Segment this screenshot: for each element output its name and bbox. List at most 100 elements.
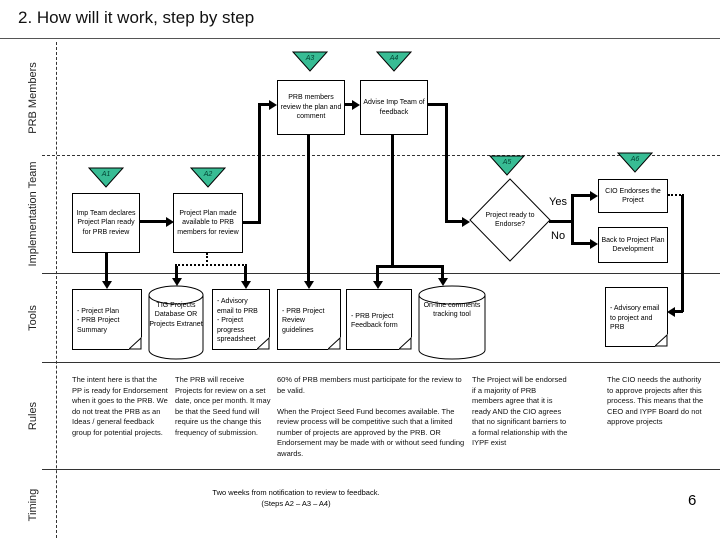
svg-text:A2: A2 <box>203 171 213 178</box>
timing-note: Two weeks from notification to review to… <box>146 488 446 509</box>
svg-text:A1: A1 <box>101 171 111 178</box>
step-marker-a1-icon: A1 <box>88 167 124 188</box>
step-marker-a5-icon: A5 <box>489 155 525 176</box>
rule-note-intent: The intent here is that the PP is ready … <box>72 375 168 437</box>
decision-label: Project ready to Endorse? <box>485 211 535 228</box>
no-label: No <box>551 230 566 242</box>
connector-cio-advisory-v <box>681 195 684 312</box>
step-marker-a4-icon: A4 <box>376 51 412 72</box>
connector-a2-database <box>175 266 178 279</box>
lane-divider-imp-tools <box>42 273 720 274</box>
tool-database-tig: TIG Projects Database OR Projects Extran… <box>148 285 204 360</box>
timing-note-line1: Two weeks from notification to review to… <box>212 488 380 497</box>
connector-a1-projectplan <box>105 253 108 282</box>
connector-a4-decision-v <box>445 103 448 223</box>
connector-a1-a2 <box>140 220 166 223</box>
connector-a3-a4 <box>345 103 353 106</box>
folded-corner-icon <box>129 337 142 350</box>
connector-decision-out <box>549 220 573 223</box>
rule-note-participation: 60% of PRB members must participate for … <box>277 375 465 458</box>
connector-no-h <box>571 242 591 245</box>
step-marker-a2-icon: A2 <box>190 167 226 188</box>
page-number: 6 <box>688 492 697 509</box>
tool-doc-review-guidelines-text: - PRB Project Review guidelines <box>282 307 325 334</box>
connector-a4-tools-v <box>391 135 394 267</box>
flow-step-cio-endorses: CIO Endorses the Project <box>598 179 668 213</box>
flow-step-imp-declares: Imp Team declares Project Plan ready for… <box>72 193 140 253</box>
connector-cio-advisory-h <box>675 310 683 313</box>
decision-project-ready: Project ready to Endorse? <box>469 178 551 262</box>
folded-corner-icon <box>655 334 668 347</box>
tool-database-comments: On-line comments tracking tool <box>418 285 486 360</box>
title-divider <box>0 38 720 39</box>
connector-a2-a3-h2 <box>258 103 270 106</box>
tool-doc-advisory-email-prb-text: - Advisory email to PRB - Project progre… <box>217 298 258 344</box>
arrowhead-icon <box>102 281 112 289</box>
connector-a4-feedbackform <box>376 265 379 282</box>
lane-divider-rules-timing <box>42 469 720 470</box>
arrowhead-icon <box>590 239 598 249</box>
tool-doc-advisory-email-project-text: - Advisory email to project and PRB <box>610 305 660 332</box>
yes-label: Yes <box>549 196 567 208</box>
arrowhead-icon <box>352 100 360 110</box>
connector-a4-trackingtool <box>441 265 444 279</box>
svg-text:A5: A5 <box>502 159 512 166</box>
rule-note-schedule: The PRB will receive Projects for review… <box>175 375 271 437</box>
tool-doc-feedback-form-text: - PRB Project Feedback form <box>351 312 398 329</box>
lane-separator-vertical <box>56 42 57 538</box>
connector-a2-a3-v <box>258 103 261 224</box>
tool-doc-feedback-form: - PRB Project Feedback form <box>346 289 412 350</box>
arrowhead-icon <box>304 281 314 289</box>
step-marker-a3-icon: A3 <box>292 51 328 72</box>
arrowhead-icon <box>269 100 277 110</box>
lane-label-tools: Tools <box>27 305 39 331</box>
tool-doc-review-guidelines: - PRB Project Review guidelines <box>277 289 341 350</box>
step-marker-a6-icon: A6 <box>617 152 653 173</box>
tool-doc-project-plan: - Project Plan - PRB Project Summary <box>72 289 142 350</box>
flow-step-advise-imp: Advise Imp Team of feedback <box>360 80 428 135</box>
tool-doc-project-plan-text: - Project Plan - PRB Project Summary <box>77 307 120 334</box>
tool-database-comments-text: On-line comments tracking tool <box>423 302 481 319</box>
page-title: 2. How will it work, step by step <box>18 8 255 27</box>
connector-yes-h <box>571 194 591 197</box>
rule-note-endorsement: The Project will be endorsed if a majori… <box>472 375 568 447</box>
connector-a4-decision-h1 <box>428 103 448 106</box>
connector-a4-tools-h <box>376 265 444 268</box>
connector-yesno-v <box>571 194 574 245</box>
connector-a2-advisory <box>244 266 247 282</box>
svg-text:A6: A6 <box>630 156 640 163</box>
arrowhead-icon <box>667 307 675 317</box>
connector-a3-guidelines <box>307 135 310 282</box>
connector-a2-tools-dotted-h <box>175 264 247 266</box>
connector-a4-decision-h2 <box>445 220 463 223</box>
tool-doc-advisory-email-project: - Advisory email to project and PRB <box>605 287 668 347</box>
lane-divider-tools-rules <box>42 362 720 363</box>
folded-corner-icon <box>257 337 270 350</box>
svg-text:A3: A3 <box>305 55 315 62</box>
flow-step-back-to-dev: Back to Project Plan Development <box>598 227 668 263</box>
cylinder-shape-icon <box>148 285 204 360</box>
folded-corner-icon <box>328 337 341 350</box>
tool-doc-advisory-email-prb: - Advisory email to PRB - Project progre… <box>212 289 270 350</box>
arrowhead-icon <box>590 191 598 201</box>
connector-cio-advisory-dotted <box>668 194 684 196</box>
diamond-shape-icon <box>469 178 551 262</box>
cylinder-shape-icon <box>418 285 486 360</box>
flow-step-plan-available: Project Plan made available to PRB membe… <box>173 193 243 253</box>
tool-database-tig-text: TIG Projects Database OR Projects Extran… <box>149 302 203 328</box>
arrowhead-icon <box>373 281 383 289</box>
lane-label-timing: Timing <box>27 488 39 522</box>
lane-label-prb-members: PRB Members <box>27 62 39 134</box>
arrowhead-icon <box>462 217 470 227</box>
connector-a2-tools-dotted-v <box>206 253 208 266</box>
svg-text:A4: A4 <box>389 55 399 62</box>
lane-divider-prb-imp <box>42 155 720 156</box>
flow-step-prb-review: PRB members review the plan and comment <box>277 80 345 135</box>
rule-note-cio-authority: The CIO needs the authority to approve p… <box>607 375 704 426</box>
lane-label-rules: Rules <box>27 401 39 431</box>
timing-note-line2: (Steps A2 – A3 – A4) <box>261 498 331 508</box>
arrowhead-icon <box>166 217 174 227</box>
lane-label-implementation-team: Implementation Team <box>27 161 39 267</box>
folded-corner-icon <box>399 337 412 350</box>
